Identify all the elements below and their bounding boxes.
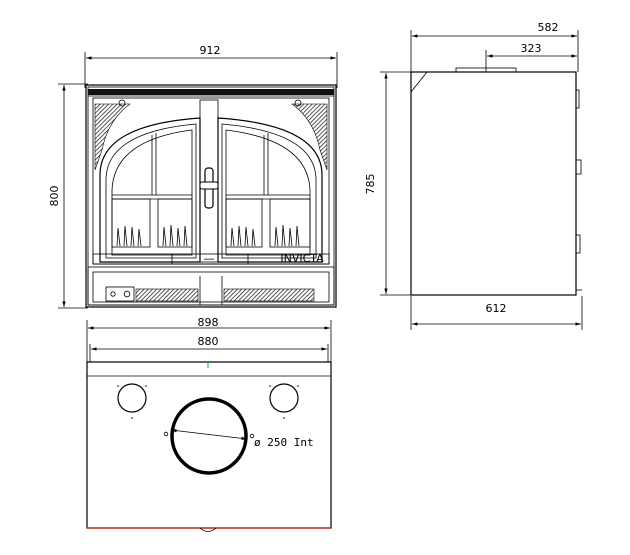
side-view: 582 323 785 612	[364, 21, 583, 330]
air-vent-left	[135, 288, 199, 302]
side-flue-offset-dimension: 323	[485, 42, 577, 72]
flue-outlet-icon	[170, 397, 248, 475]
top-outer-width-label: 898	[198, 316, 219, 329]
top-inner-width-label: 880	[198, 335, 219, 348]
front-view: 912 800	[48, 44, 338, 309]
left-door	[99, 117, 201, 263]
top-outer-width-dimension: 898	[86, 316, 332, 362]
air-outlet-left-icon	[117, 383, 147, 413]
stove-front-frame	[85, 84, 337, 308]
side-depth-top-label: 582	[538, 21, 559, 34]
brand-mark: INVICTA	[280, 252, 324, 265]
side-flue-offset-label: 323	[521, 42, 542, 55]
side-height-dimension: 785	[364, 71, 412, 296]
hinge-left-icon	[118, 99, 126, 107]
ash-drawer-control[interactable]	[105, 286, 135, 302]
air-vent-right	[223, 288, 315, 302]
hinge-right-icon	[294, 99, 302, 107]
front-width-label: 912	[200, 44, 221, 57]
side-depth-bottom-dimension: 612	[410, 296, 583, 330]
glass-corner-right	[291, 103, 328, 171]
side-depth-bottom-label: 612	[486, 302, 507, 315]
front-height-dimension: 800	[48, 83, 88, 309]
front-height-label: 800	[48, 186, 61, 207]
front-width-dimension: 912	[84, 44, 338, 88]
handle-mark: —	[204, 252, 215, 265]
glass-corner-left	[94, 103, 131, 171]
door-handle[interactable]	[199, 167, 219, 209]
top-inner-width-dimension: 880	[89, 335, 329, 362]
stove-top-bar	[88, 89, 334, 95]
flue-diameter-line	[170, 428, 248, 441]
stove-side-body	[410, 71, 577, 296]
right-door	[217, 117, 323, 263]
side-height-label: 785	[364, 174, 377, 195]
side-depth-top-dimension: 582	[410, 21, 579, 72]
flue-collar-side	[455, 67, 517, 73]
flue-diameter-note: ø 250 Int	[254, 436, 314, 449]
air-outlet-right-icon	[269, 383, 299, 413]
top-view: 898 880 ø 250 Int	[86, 316, 332, 532]
